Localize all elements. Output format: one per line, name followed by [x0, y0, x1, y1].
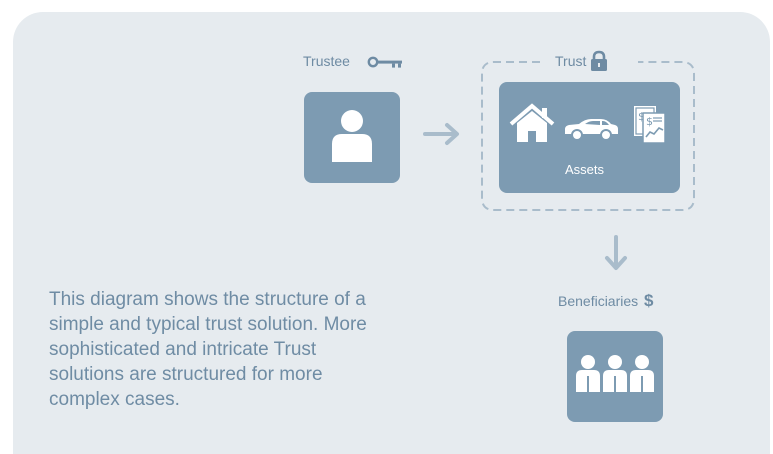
arrow-right	[423, 123, 459, 145]
car-icon	[565, 119, 618, 141]
person-icon	[332, 110, 372, 162]
group-of-people-icon	[576, 355, 654, 392]
beneficiaries-label: Beneficiaries $	[558, 291, 654, 311]
key-icon	[367, 56, 402, 68]
dollar-icon: $	[644, 291, 654, 310]
assets-label: Assets	[565, 162, 605, 177]
trustee-label: Trustee	[303, 53, 350, 69]
lock-icon	[591, 50, 607, 71]
trust-label: Trust	[555, 53, 587, 69]
arrow-down	[605, 235, 627, 270]
trust-boundary	[481, 61, 695, 211]
svg-text:$: $	[646, 115, 653, 128]
diagram-description: This diagram shows the structure of a si…	[49, 289, 367, 410]
financial-documents-icon: $ $	[634, 106, 666, 144]
beneficiaries-text: Beneficiaries	[558, 293, 639, 309]
svg-text:$: $	[638, 110, 645, 123]
house-icon	[509, 103, 555, 142]
